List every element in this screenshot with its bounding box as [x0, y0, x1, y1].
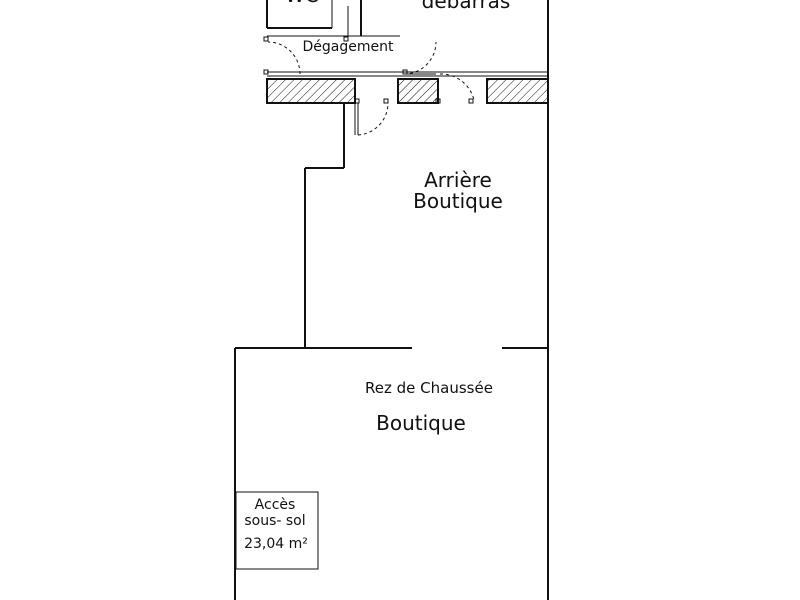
boutique-label: Boutique: [376, 411, 466, 435]
wc-label: WC: [285, 0, 319, 7]
acces-area: 23,04 m²: [244, 536, 308, 552]
debarras-label: débarras: [422, 0, 511, 13]
arriere-boutique-room: Arrière Boutique: [304, 103, 549, 348]
acces-label-line1: Accès: [255, 497, 296, 513]
degagement-corridor: Dégagement: [263, 6, 548, 101]
rdc-label: Rez de Chaussée: [365, 379, 493, 397]
acces-label-line2: sous- sol: [244, 513, 305, 529]
debarras-room: débarras: [360, 0, 549, 80]
acces-sous-sol: Accès sous- sol 23,04 m²: [235, 491, 319, 570]
arriere-label-line2: Boutique: [413, 189, 503, 213]
wc-room: WC: [266, 0, 333, 29]
door-arriere: [354, 102, 389, 136]
arriere-label-line1: Arrière: [424, 168, 492, 192]
hatched-walls: [266, 78, 549, 104]
boutique-room: Rez de Chaussée Boutique: [234, 347, 549, 600]
degagement-label: Dégagement: [303, 39, 394, 55]
